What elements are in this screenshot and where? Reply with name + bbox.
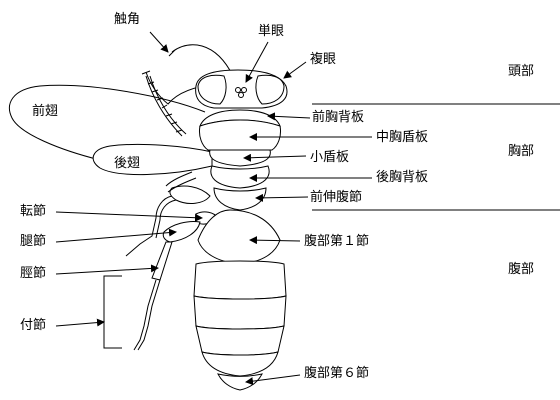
label-hindwing: 後翅 [114,156,141,171]
hindwing-shape [92,143,213,176]
region-thorax: 胸部 [508,144,535,159]
abdomen-segment-4 [195,325,285,356]
label-abdomen-seg6: 腹部第６節 [304,366,370,381]
front-leg [165,171,197,193]
label-femur: 腿節 [20,234,47,249]
leader-trochanter [55,211,203,222]
label-pronotum: 前胸背板 [312,110,365,125]
scutellum-shape [209,149,271,167]
leader-abdomen-seg1 [249,236,301,245]
label-antenna: 触角 [114,12,141,27]
leader-femur [55,228,177,243]
leader-pronotum [267,112,311,121]
leader-tarsus [55,318,105,327]
leader-ocellus [245,41,269,83]
region-abdomen: 腹部 [508,262,535,277]
label-propodeum: 前伸腹節 [310,190,363,205]
label-postnotum: 後胸背板 [376,170,429,185]
label-ocellus: 単眼 [258,24,285,39]
region-head: 頭部 [508,64,535,79]
femur-shape [162,221,201,243]
postnotum-shape [210,165,270,189]
ocellus-2 [241,87,247,93]
ocellus-3 [238,92,244,98]
tarsus-bracket [103,275,122,349]
label-tarsus: 付節 [20,318,47,333]
leader-abdomen-seg6 [245,374,301,386]
antenna-right [168,44,234,77]
label-trochanter: 転節 [20,204,47,219]
label-tibia: 脛節 [20,266,47,281]
tibia-shape [151,241,173,281]
ocellus-1 [235,87,241,93]
coxa-shape [169,185,211,204]
abdomen-segment-2 [193,260,287,300]
compound-eye-left [197,74,227,105]
abdomen-segment-5 [201,351,279,377]
label-abdomen-seg1: 腹部第１節 [304,234,370,249]
leader-scutellum [243,153,307,162]
abdomen-segment-6 [217,373,263,391]
leader-antenna [149,31,169,53]
label-mesoscutum: 中胸盾板 [376,130,429,145]
antenna-left-lower [145,75,187,137]
label-compound-eye: 複眼 [310,52,337,67]
middle-leg [125,195,177,257]
label-scutellum: 小盾板 [310,150,350,165]
compound-eye-right [255,74,285,105]
label-forewing: 前翅 [32,104,59,119]
tarsus-shape [133,279,161,351]
abdomen-segment-3 [193,295,287,330]
leader-propodeum [255,193,309,202]
propodeum-shape [213,187,267,211]
leader-compound-eye [283,61,307,79]
mesoscutum-shape [199,119,281,151]
leader-tibia [55,264,159,275]
